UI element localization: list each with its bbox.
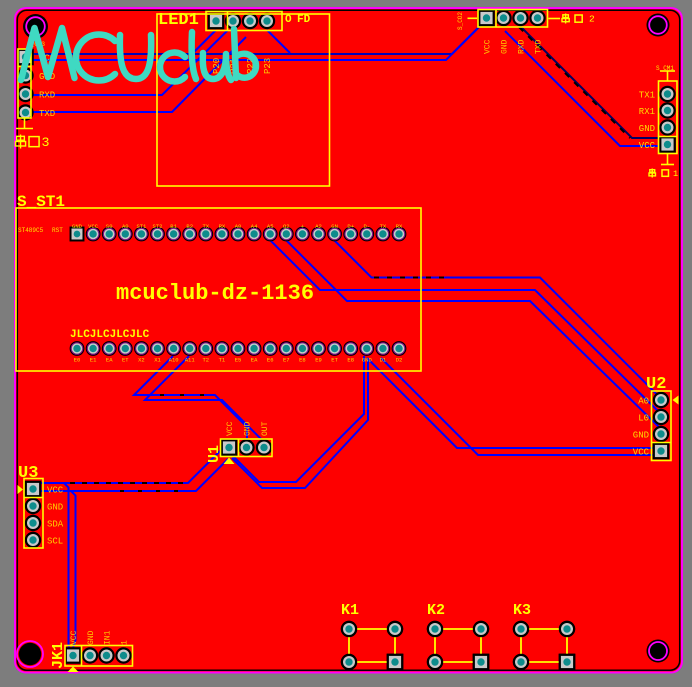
svg-text:ST489C5: ST489C5 [18, 227, 44, 234]
svg-text:X2: X2 [138, 357, 145, 364]
svg-text:VCC: VCC [484, 39, 493, 54]
svg-text:3: 3 [42, 135, 50, 150]
svg-text:TX: TX [202, 223, 209, 230]
svg-text:E7: E7 [283, 357, 290, 364]
svg-text:GN: GN [331, 223, 338, 230]
svg-text:S0: S0 [106, 223, 113, 230]
svg-text:K2: K2 [427, 602, 445, 619]
svg-text:K3: K3 [513, 602, 531, 619]
svg-text:E8: E8 [299, 357, 306, 364]
svg-text:2: 2 [589, 14, 595, 25]
svg-text:A0: A0 [235, 223, 242, 230]
svg-text:GND: GND [87, 630, 96, 645]
svg-text:B1: B1 [170, 223, 177, 230]
svg-text:VCC: VCC [70, 630, 79, 645]
svg-text:EA: EA [251, 357, 258, 364]
svg-text:O: O [285, 14, 292, 26]
svg-text:RXD: RXD [518, 39, 527, 54]
svg-text:VCC: VCC [39, 54, 56, 64]
svg-text:U1: U1 [206, 445, 223, 463]
svg-text:X1: X1 [154, 357, 161, 364]
svg-text:VCC: VCC [639, 141, 656, 151]
svg-text:SCL: SCL [47, 537, 63, 547]
svg-text:GND: GND [244, 421, 253, 436]
svg-text:A4: A4 [251, 223, 258, 230]
svg-text:GND: GND [72, 223, 83, 230]
svg-text:P23: P23 [263, 58, 273, 74]
svg-text:ET: ET [122, 357, 129, 364]
svg-text:LED1: LED1 [158, 11, 199, 30]
svg-text:+: + [301, 223, 304, 230]
svg-text:ET: ET [331, 357, 338, 364]
svg-text:VCC: VCC [88, 223, 99, 230]
svg-text:P22: P22 [246, 58, 256, 74]
svg-text:1: 1 [673, 169, 678, 179]
svg-text:S_CM1: S_CM1 [656, 65, 674, 72]
svg-text:A5: A5 [267, 223, 274, 230]
svg-text:T2: T2 [202, 357, 209, 364]
svg-text:VCC: VCC [226, 421, 235, 436]
svg-text:VCC: VCC [633, 448, 650, 458]
svg-text:E8: E8 [347, 357, 354, 364]
svg-text:JK1: JK1 [50, 642, 67, 669]
svg-text:U3: U3 [18, 464, 38, 483]
svg-text:A0: A0 [638, 397, 649, 407]
svg-text:SDA: SDA [47, 520, 64, 530]
svg-text:GND: GND [501, 39, 510, 54]
svg-text:1: 1 [121, 640, 130, 645]
svg-text:IN1: IN1 [104, 630, 113, 645]
svg-text:RST: RST [52, 227, 63, 234]
svg-text:RXD: RXD [39, 91, 55, 101]
svg-text:OUT: OUT [261, 421, 270, 436]
svg-text:VCC: VCC [47, 486, 64, 496]
svg-text:RX1: RX1 [639, 107, 655, 117]
svg-text:A2: A2 [315, 223, 322, 230]
svg-text:D1: D1 [380, 357, 387, 364]
svg-text:A11: A11 [185, 357, 196, 364]
svg-text:S_ST1: S_ST1 [17, 193, 65, 211]
svg-text:TXD: TXD [39, 109, 55, 119]
svg-text:RX: RX [396, 223, 403, 230]
svg-text:ST1: ST1 [136, 223, 147, 230]
svg-text:S_CO2: S_CO2 [457, 12, 464, 30]
svg-text:D-: D- [363, 223, 370, 230]
svg-text:E5: E5 [235, 357, 242, 364]
svg-text:E9: E9 [315, 357, 322, 364]
svg-text:TX: TX [380, 223, 387, 230]
svg-text:GND: GND [362, 357, 373, 364]
svg-text:P20: P20 [212, 58, 222, 74]
svg-text:GND: GND [633, 431, 649, 441]
svg-text:Q2: Q2 [283, 223, 290, 230]
svg-text:D2: D2 [396, 357, 403, 364]
svg-text:E0: E0 [74, 357, 81, 364]
svg-text:A0: A0 [122, 223, 129, 230]
svg-text:FD: FD [297, 14, 311, 26]
svg-text:RX: RX [219, 223, 226, 230]
svg-text:L0: L0 [638, 414, 649, 424]
svg-text:GND: GND [47, 503, 63, 513]
svg-text:E1: E1 [90, 357, 97, 364]
svg-text:A10: A10 [169, 357, 179, 364]
svg-text:ST2: ST2 [153, 223, 163, 230]
svg-text:GND: GND [639, 124, 655, 134]
svg-text:TX1: TX1 [639, 91, 655, 101]
svg-text:TXD: TXD [535, 39, 544, 54]
svg-text:U2: U2 [646, 375, 666, 394]
svg-text:B2: B2 [186, 223, 193, 230]
svg-text:mcuclub-dz-1136: mcuclub-dz-1136 [116, 281, 314, 306]
svg-text:D+: D+ [347, 223, 354, 230]
svg-text:JLCJLCJLCJLC: JLCJLCJLCJLC [70, 329, 150, 341]
svg-text:T1: T1 [219, 357, 226, 364]
svg-text:E6: E6 [267, 357, 274, 364]
svg-text:EA: EA [106, 357, 113, 364]
svg-text:K1: K1 [341, 602, 359, 619]
